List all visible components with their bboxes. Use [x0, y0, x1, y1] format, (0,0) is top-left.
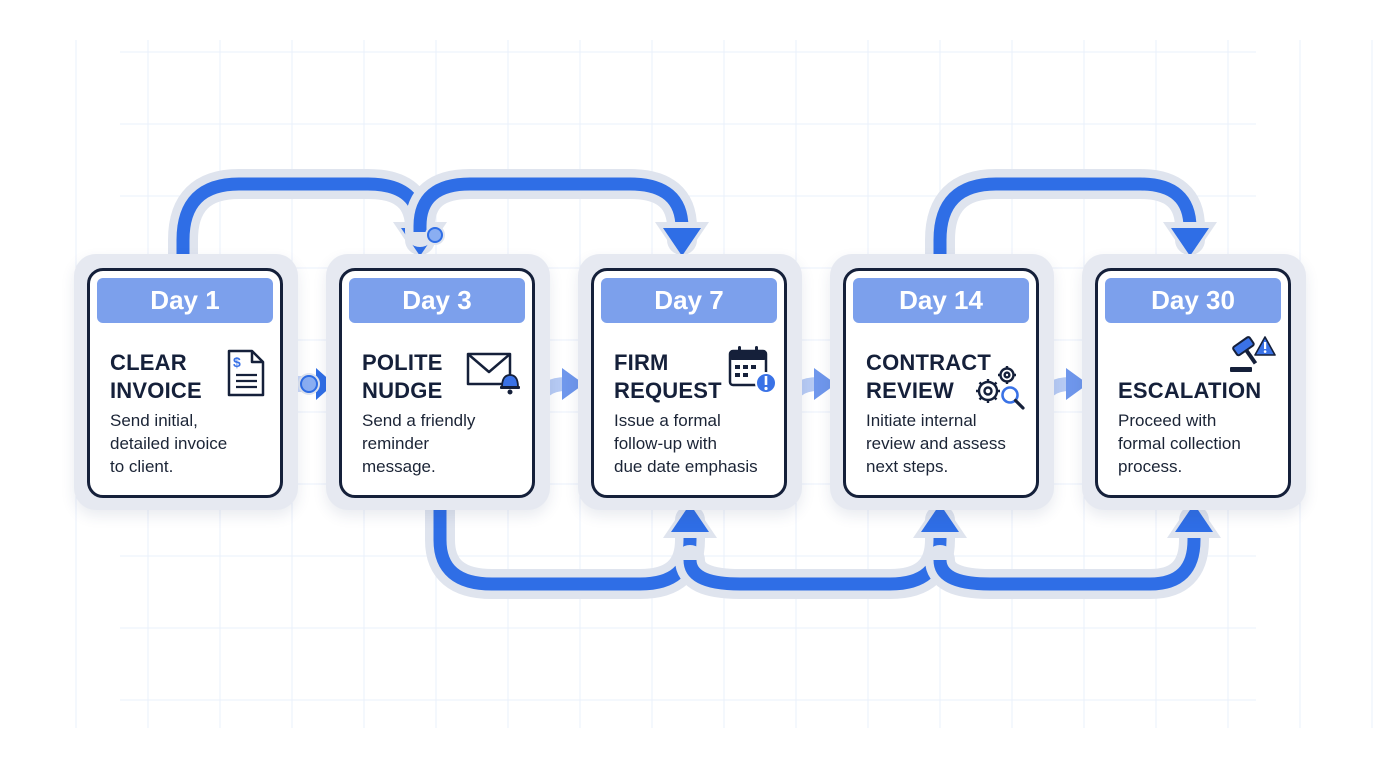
day-label: Day 14 [853, 278, 1029, 323]
gears-magnifier-icon [974, 363, 1028, 411]
stage-day-1: Day 1 CLEAR INVOICE Send initial, detail… [74, 254, 298, 510]
stage-description: Issue a formal follow-up with due date e… [614, 411, 758, 476]
day-label: Day 3 [349, 278, 525, 323]
gavel-warning-icon [1228, 333, 1276, 375]
stage-card: Day 1 CLEAR INVOICE Send initial, detail… [87, 268, 283, 498]
bottom-arc-day7-to-day14 [675, 498, 967, 599]
stage-description: Send a friendly reminder message. [362, 411, 476, 476]
stage-title: POLITE NUDGE [362, 350, 443, 403]
stage-card: Day 3 POLITE NUDGE Send a friendly remin… [339, 268, 535, 498]
bottom-arc-day14-to-day30 [925, 498, 1221, 599]
envelope-bell-icon [466, 351, 520, 395]
stage-card: Day 14 CONTRACT REVIEW Initiate internal… [843, 268, 1039, 498]
stage-title: FIRM REQUEST [614, 350, 722, 403]
stage-card: Day 7 FIRM REQUEST Issue a formal follow… [591, 268, 787, 498]
stage-title: ESCALATION [1118, 378, 1262, 403]
stage-day-7: Day 7 FIRM REQUEST Issue a formal follow… [578, 254, 802, 510]
top-arc-day14-to-day30 [925, 169, 1217, 283]
stage-day-30: Day 30 ESCALATION Proceed with formal co… [1082, 254, 1306, 510]
stage-day-14: Day 14 CONTRACT REVIEW Initiate internal… [830, 254, 1054, 510]
svg-text:$: $ [233, 354, 241, 370]
stage-description: Proceed with formal collection process. [1118, 411, 1241, 476]
stage-card: Day 30 ESCALATION Proceed with formal co… [1095, 268, 1291, 498]
day-label: Day 7 [601, 278, 777, 323]
stage-description: Initiate internal review and assess next… [866, 411, 1006, 476]
invoice-document-icon: $ [226, 349, 266, 397]
stage-description: Send initial, detailed invoice to client… [110, 411, 228, 476]
day-label: Day 1 [97, 278, 273, 323]
bottom-arc-day3-to-day7 [425, 485, 717, 599]
day-label: Day 30 [1105, 278, 1281, 323]
top-arc-day3-to-day7 [405, 169, 709, 262]
stage-title: CONTRACT REVIEW [866, 350, 992, 403]
stage-day-3: Day 3 POLITE NUDGE Send a friendly remin… [326, 254, 550, 510]
calendar-alert-icon [728, 345, 778, 395]
stage-title: CLEAR INVOICE [110, 350, 202, 403]
